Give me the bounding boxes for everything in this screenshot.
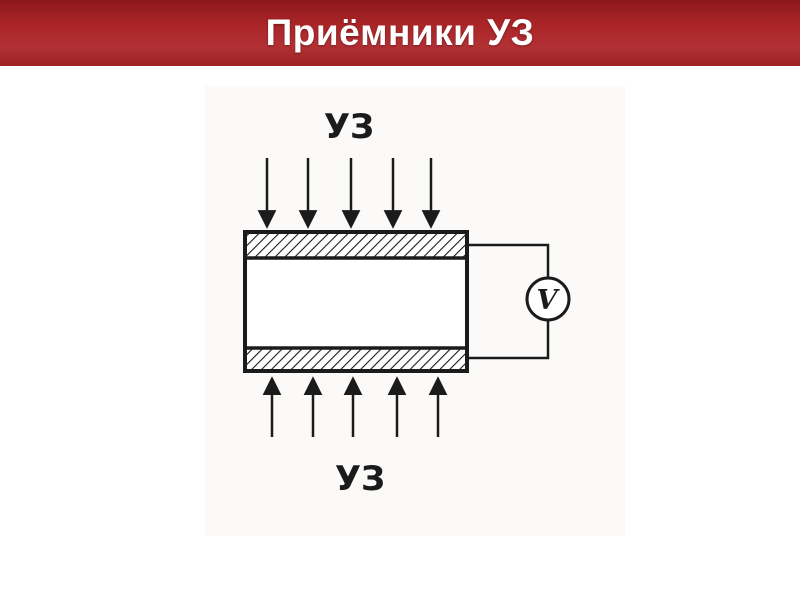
incoming-uz-arrows-bottom — [262, 376, 448, 437]
diagram-area: УЗ V — [0, 66, 800, 600]
incoming-uz-arrows — [257, 158, 441, 229]
uz-bottom-label: УЗ — [335, 459, 385, 499]
slide-header: Приёмники УЗ — [0, 0, 800, 66]
wire-top — [467, 243, 550, 278]
top-electrode — [243, 230, 469, 260]
receiver-diagram: УЗ V — [205, 86, 625, 536]
voltmeter-label: V — [537, 285, 561, 316]
wire-bottom — [467, 320, 550, 360]
voltmeter-dial — [525, 276, 571, 322]
voltmeter: V — [525, 276, 571, 322]
voltmeter-circuit-wires — [467, 243, 550, 360]
uz-top-label: УЗ — [324, 107, 374, 147]
piezo-receiver-block — [243, 230, 469, 373]
page-title: Приёмники УЗ — [265, 12, 535, 53]
bottom-electrode — [243, 346, 469, 373]
